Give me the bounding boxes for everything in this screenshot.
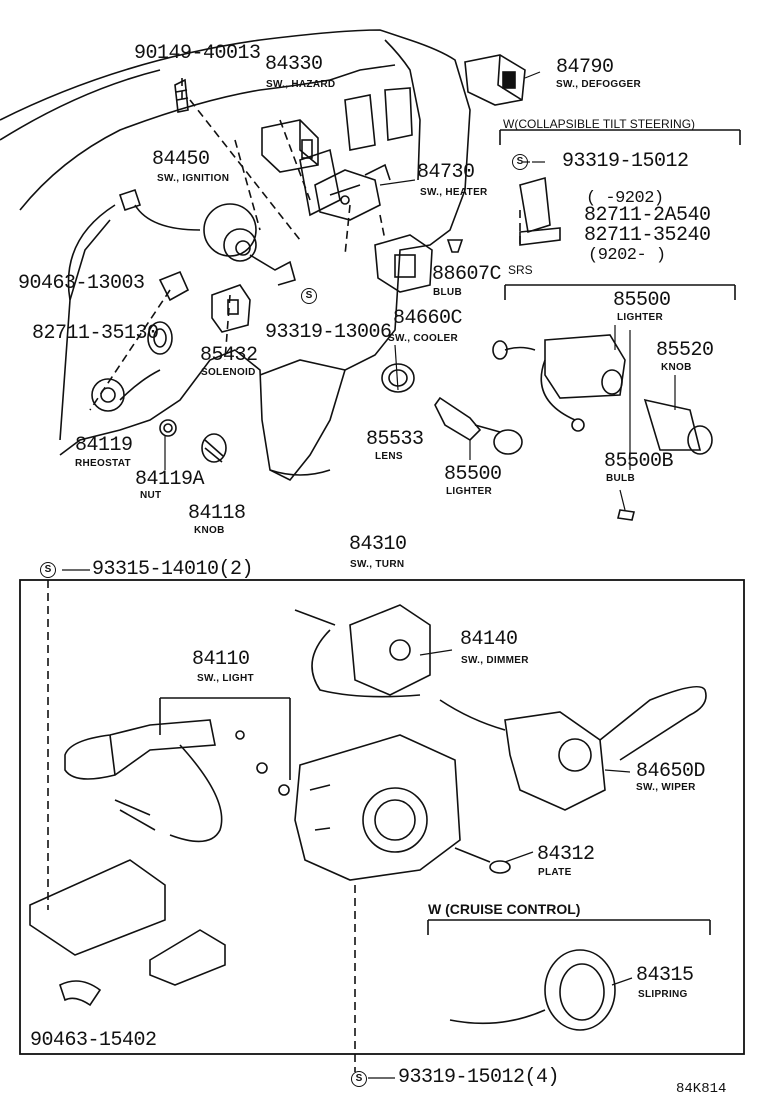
part-84119-number: 84119 (75, 434, 133, 457)
s-symbol-tilt: S (512, 154, 528, 170)
part-85432-caption: SOLENOID (201, 367, 256, 378)
tilt-bracket-shape (519, 176, 561, 246)
cruise-bracket (427, 919, 711, 935)
plate-shape (454, 847, 511, 874)
srs-bracket (504, 284, 736, 300)
defogger-switch-shape (464, 54, 526, 106)
part-84118-caption: KNOB (194, 525, 225, 536)
part-84119A-caption: NUT (140, 490, 162, 501)
bulb-88607-shape (446, 239, 464, 253)
lighter-lower-shape (434, 396, 523, 455)
part-84310-number: 84310 (349, 533, 407, 556)
part-84118-number: 84118 (188, 502, 246, 525)
tilt-range-1: ( -9202) (586, 189, 664, 208)
part-88607-number: 88607C (432, 263, 502, 286)
heater-switch-shape (314, 163, 391, 221)
part-84312-number: 84312 (537, 843, 595, 866)
part-85533-number: 85533 (366, 428, 424, 451)
part-84650-number: 84650D (636, 760, 706, 783)
part-85432-number: 85432 (200, 344, 258, 367)
turn-switch-shape (294, 734, 461, 881)
srs-label: SRS (508, 263, 533, 277)
bulb-85500B-shape (617, 509, 635, 521)
part-82711b-number: 82711-35130 (32, 322, 159, 345)
s-symbol-93315: S (40, 562, 56, 578)
part-84330-caption: SW., HAZARD (266, 79, 336, 90)
part-85500B-caption: BULB (606, 473, 635, 484)
cooler-switch-shape (374, 234, 433, 293)
part-93315-number: 93315-14010(2) (92, 558, 254, 581)
part-84450-number: 84450 (152, 148, 210, 171)
s-symbol-93319a: S (301, 288, 317, 304)
part-84730-caption: SW., HEATER (420, 187, 488, 198)
part-84119-caption: RHEOSTAT (75, 458, 131, 469)
instrument-panel (0, 29, 471, 482)
ignition-switch-shape (67, 188, 296, 301)
part-85520-caption: KNOB (661, 362, 692, 373)
part-84660-number: 84660C (393, 307, 463, 330)
clip-90463a-shape (158, 270, 190, 302)
part-85500a-number: 85500 (613, 289, 671, 312)
part-84330-number: 84330 (265, 53, 323, 76)
part-84315-caption: SLIPRING (638, 989, 688, 1000)
part-88607-caption: BLUB (433, 287, 462, 298)
hazard-switch-shape (261, 119, 319, 173)
part-84140-number: 84140 (460, 628, 518, 651)
part-84315-number: 84315 (636, 964, 694, 987)
knob-85520-shape (643, 398, 713, 455)
part-85533-caption: LENS (375, 451, 403, 462)
part-85500b-number: 85500 (444, 463, 502, 486)
dimmer-switch-shape (294, 604, 431, 698)
part-85500B-number: 85500B (604, 450, 674, 473)
part-90149-number: 90149-40013 (134, 42, 261, 65)
knob-84118-shape (201, 433, 227, 463)
tilt-range-2: (9202- ) (588, 246, 666, 265)
clip-90463b-shape (59, 980, 102, 1007)
rheostat-shape (91, 369, 161, 412)
diagram-code: 84K814 (676, 1081, 727, 1097)
part-84790-caption: SW., DEFOGGER (556, 79, 642, 90)
part-90463b-number: 90463-15402 (30, 1029, 157, 1052)
light-switch-shape (64, 697, 291, 843)
part-84110-number: 84110 (192, 648, 250, 671)
part-93319b-number: 93319-15012(4) (398, 1066, 560, 1089)
tilt-steering-bracket (499, 129, 741, 145)
part-84110-caption: SW., LIGHT (197, 673, 254, 684)
cruise-control-label: W (CRUISE CONTROL) (428, 901, 581, 917)
part-84450-caption: SW., IGNITION (157, 173, 230, 184)
wiper-switch-shape (439, 685, 707, 811)
slipring-shape (449, 949, 616, 1031)
lighter-srs-shape (492, 334, 626, 432)
part-84790-number: 84790 (556, 56, 614, 79)
tilt-screw-number: 93319-15012 (562, 150, 689, 173)
part-84660-caption: SW., COOLER (388, 333, 458, 344)
s-symbol-93319b: S (351, 1071, 367, 1087)
connector-block-shape (29, 859, 226, 986)
combination-switch-box (19, 579, 745, 1055)
screw-90149-shape (174, 78, 189, 113)
part-84650-caption: SW., WIPER (636, 782, 696, 793)
label-leaders (62, 71, 676, 1079)
part-84312-caption: PLATE (538, 867, 572, 878)
part-84119A-number: 84119A (135, 468, 205, 491)
tilt-part-1: 82711-2A540 (584, 204, 711, 227)
part-85520-number: 85520 (656, 339, 714, 362)
part-84310-caption: SW., TURN (350, 559, 405, 570)
tilt-part-2: 82711-35240 (584, 224, 711, 247)
solenoid-shape (211, 284, 251, 333)
tilt-steering-title: W(COLLAPSIBLE TILT STEERING) (503, 117, 696, 131)
nut-shape (159, 419, 177, 437)
part-85500a-caption: LIGHTER (617, 312, 663, 323)
part-85500b-caption: LIGHTER (446, 486, 492, 497)
ring-82711-shape (147, 321, 173, 355)
part-84140-caption: SW., DIMMER (461, 655, 529, 666)
part-84730-number: 84730 (417, 161, 475, 184)
part-93319a-number: 93319-13006 (265, 321, 392, 344)
part-90463a-number: 90463-13003 (18, 272, 145, 295)
